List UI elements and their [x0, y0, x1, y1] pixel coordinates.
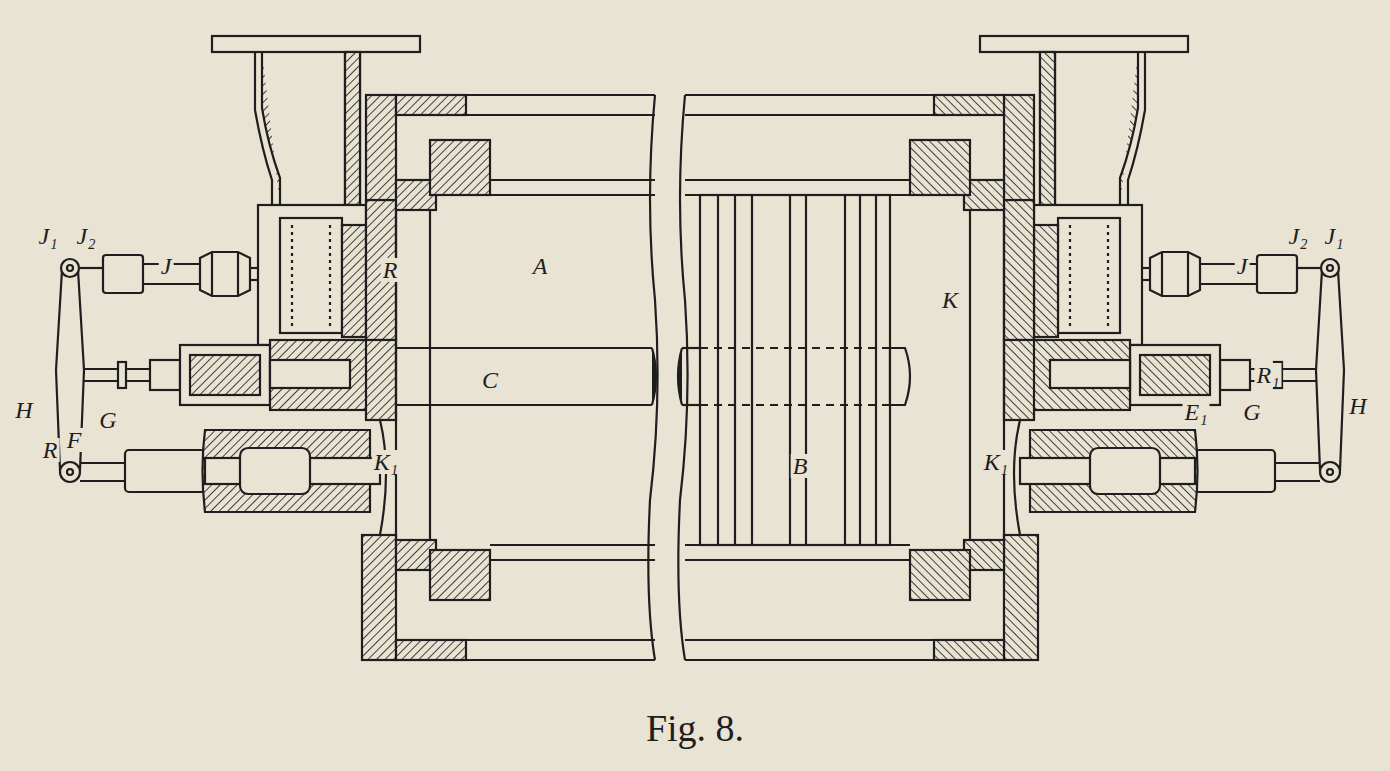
part-label: J — [1235, 254, 1250, 278]
part-label: G — [97, 408, 118, 432]
part-label: J₁ — [1323, 224, 1346, 248]
part-label: K₁ — [372, 450, 400, 474]
part-label: J₂ — [1287, 224, 1310, 248]
part-label: B — [791, 454, 810, 478]
part-label: R — [381, 258, 400, 282]
part-label: F — [65, 428, 84, 452]
part-label: R₁ — [1254, 363, 1281, 387]
part-label: J₂ — [75, 224, 98, 248]
part-label: C — [480, 368, 500, 392]
part-label: R — [41, 438, 60, 462]
part-label: H — [13, 398, 34, 422]
part-label: A — [531, 254, 550, 278]
part-label: K₁ — [982, 450, 1010, 474]
part-label: E₁ — [1182, 400, 1209, 424]
part-label: G — [1241, 400, 1262, 424]
part-label: J₁ — [37, 224, 60, 248]
part-label: K — [940, 288, 960, 312]
figure-caption: Fig. 8. — [646, 706, 744, 750]
part-label: J — [159, 254, 174, 278]
part-label: H — [1347, 394, 1368, 418]
